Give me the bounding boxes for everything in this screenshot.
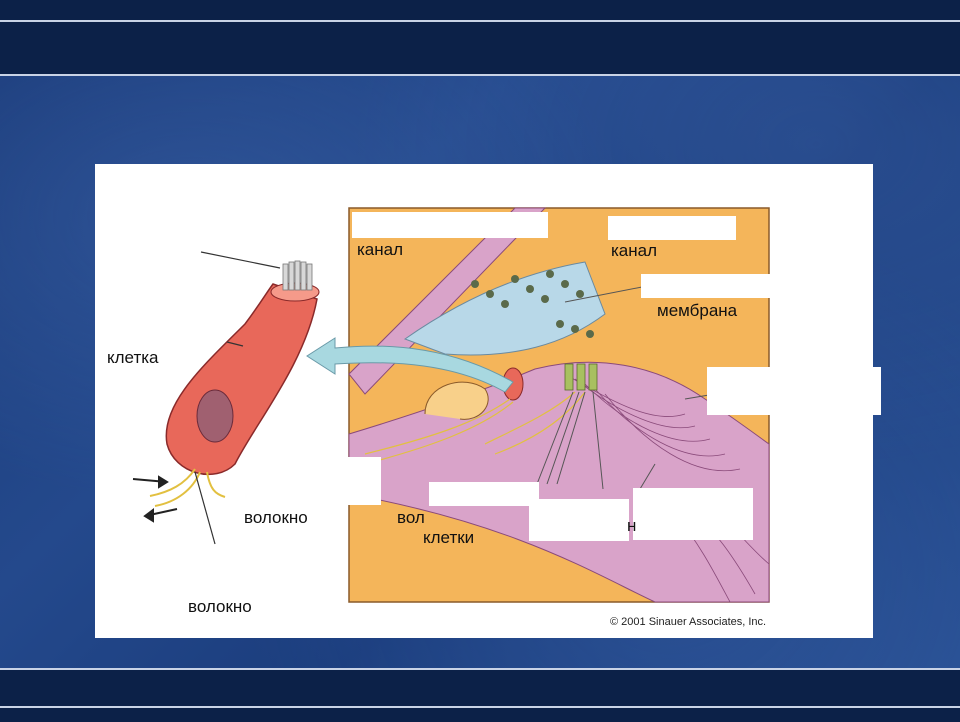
copyright-credit: © 2001 Sinauer Associates, Inc. [610, 616, 767, 628]
label-fiber-partial: вол [397, 508, 425, 527]
label-fiber-2: волокно [188, 597, 252, 616]
label-membrane: мембрана [657, 301, 738, 320]
bottom-footer-band [0, 668, 960, 722]
label-cover [352, 212, 548, 238]
organ-of-corti-section [348, 207, 770, 603]
cochlea-illustration [132, 207, 770, 603]
label-cover [641, 274, 797, 298]
label-cover [707, 367, 881, 415]
label-cells: клетки [423, 528, 475, 547]
top-band-rule [0, 20, 960, 22]
label-cell: клетка [107, 348, 159, 367]
label-cover [608, 216, 736, 240]
label-cover [347, 457, 381, 505]
label-canal-right: канал [611, 241, 658, 260]
zoom-arrow [306, 337, 514, 393]
label-partial-n: н [627, 516, 637, 535]
label-canal-left: канал [357, 240, 404, 259]
label-cover [529, 499, 629, 541]
label-cover [429, 482, 539, 506]
label-cover [633, 488, 753, 540]
hair-cell-drawing [132, 251, 320, 545]
label-cover [95, 299, 141, 345]
top-title-band [0, 0, 960, 76]
cochlea-figure: канал канал мембрана клетка волокно воло… [95, 164, 881, 638]
label-fiber-1: волокно [244, 508, 308, 527]
bottom-band-rule [0, 706, 960, 708]
